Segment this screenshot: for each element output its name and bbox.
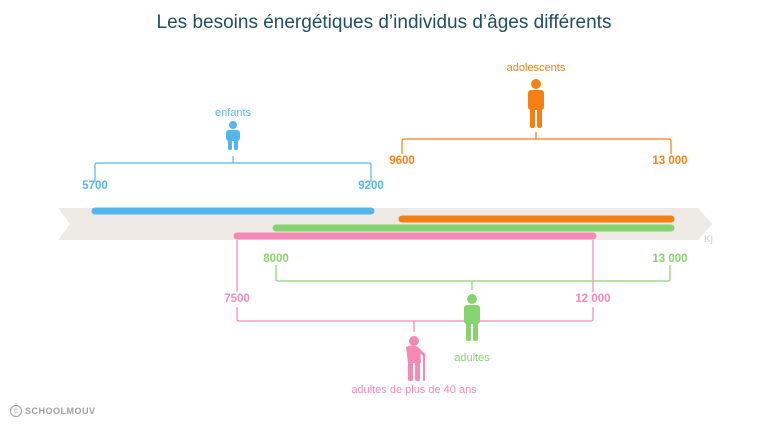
teenager-icon — [528, 79, 544, 128]
adult-icon — [464, 294, 480, 341]
label-adultes: adultes — [454, 352, 490, 364]
elderly-person-with-cane-icon — [406, 336, 426, 381]
brand-logo: c SCHOOLMOUV — [10, 405, 96, 417]
value-adultes-max: 13 000 — [652, 253, 688, 265]
value-adultes-min: 8000 — [263, 253, 289, 265]
label-adolescents: adolescents — [506, 62, 566, 74]
bracket-adultes — [275, 265, 671, 290]
bracket-enfants — [94, 156, 372, 182]
value-enfants-max: 9200 — [358, 180, 384, 192]
label-adultes40: adultes de plus de 40 ans — [351, 384, 477, 396]
bracket-adultes40 — [236, 307, 594, 332]
unit-label: Kj — [704, 234, 713, 245]
value-enfants-min: 5700 — [82, 180, 108, 192]
label-enfants: enfants — [214, 107, 252, 119]
value-adolescents-max: 13 000 — [652, 155, 688, 167]
copyright-icon: c — [10, 405, 22, 417]
value-adultes40-min: 7500 — [224, 293, 250, 305]
value-adultes40-max: 12 000 — [575, 293, 611, 305]
value-adolescents-min: 9600 — [389, 155, 415, 167]
page-title: Les besoins énergétiques d’individus d’â… — [156, 12, 612, 33]
bracket-adolescents — [401, 132, 672, 154]
child-icon — [226, 121, 240, 150]
brand-name: SCHOOLMOUV — [25, 406, 96, 416]
